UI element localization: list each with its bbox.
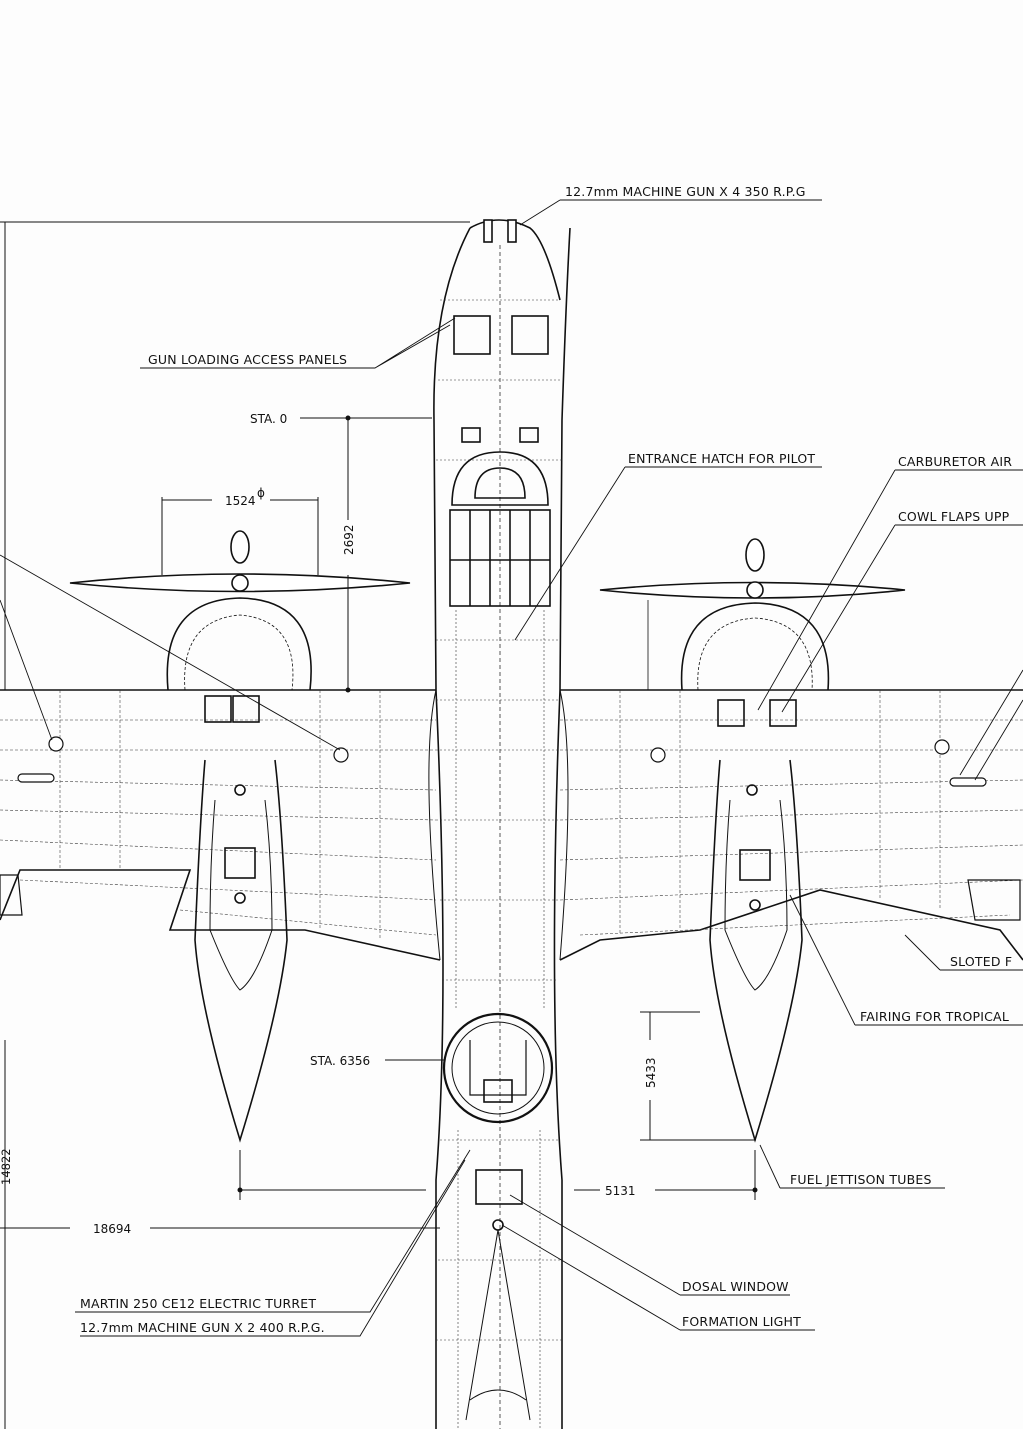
fuselage bbox=[433, 219, 571, 1429]
callout-turret-line2: 12.7mm MACHINE GUN X 2 400 R.P.G. bbox=[80, 1320, 325, 1335]
dim-nose-to-wing: 2692 bbox=[342, 524, 356, 555]
callout-dosal-window: DOSAL WINDOW bbox=[682, 1279, 789, 1294]
dim-nacelle-span: 5131 bbox=[605, 1184, 636, 1198]
callout-entrance-hatch: ENTRANCE HATCH FOR PILOT bbox=[628, 451, 815, 466]
dim-edge-vertical: 14822 bbox=[0, 1148, 13, 1185]
wings bbox=[0, 689, 1023, 961]
callout-fuel-jettison: FUEL JETTISON TUBES bbox=[790, 1172, 932, 1187]
dimension-lines bbox=[0, 221, 758, 1429]
dim-prop-diameter: 1524 bbox=[225, 494, 256, 508]
callout-sloted-flaps: SLOTED F bbox=[950, 954, 1012, 969]
wing-details bbox=[0, 736, 1021, 921]
dim-prop-diameter-symbol: ϕ bbox=[257, 486, 265, 500]
dim-overall-length: 18694 bbox=[93, 1222, 131, 1236]
callout-fairing-tropical: FAIRING FOR TROPICAL bbox=[860, 1009, 1009, 1024]
callout-cowl-flaps: COWL FLAPS UPP bbox=[898, 509, 1010, 524]
station-0: STA. 0 bbox=[250, 412, 287, 426]
wing-panel-lines bbox=[0, 690, 1023, 940]
callout-nose-guns: 12.7mm MACHINE GUN X 4 350 R.P.G bbox=[565, 184, 806, 199]
dim-wing-to-nacelle: 5433 bbox=[644, 1057, 658, 1088]
nacelle-left bbox=[69, 530, 411, 1143]
callout-carburetor-air: CARBURETOR AIR bbox=[898, 454, 1012, 469]
nacelle-right bbox=[599, 538, 906, 1143]
labels: 12.7mm MACHINE GUN X 4 350 R.P.G GUN LOA… bbox=[0, 184, 1012, 1335]
callout-turret-line1: MARTIN 250 CE12 ELECTRIC TURRET bbox=[80, 1296, 316, 1311]
leader-lines bbox=[0, 199, 1023, 1337]
fuselage-panel-lines bbox=[436, 299, 562, 1429]
callout-gun-loading-panels: GUN LOADING ACCESS PANELS bbox=[148, 352, 347, 367]
station-6356: STA. 6356 bbox=[310, 1054, 370, 1068]
callout-formation-light: FORMATION LIGHT bbox=[682, 1314, 801, 1329]
